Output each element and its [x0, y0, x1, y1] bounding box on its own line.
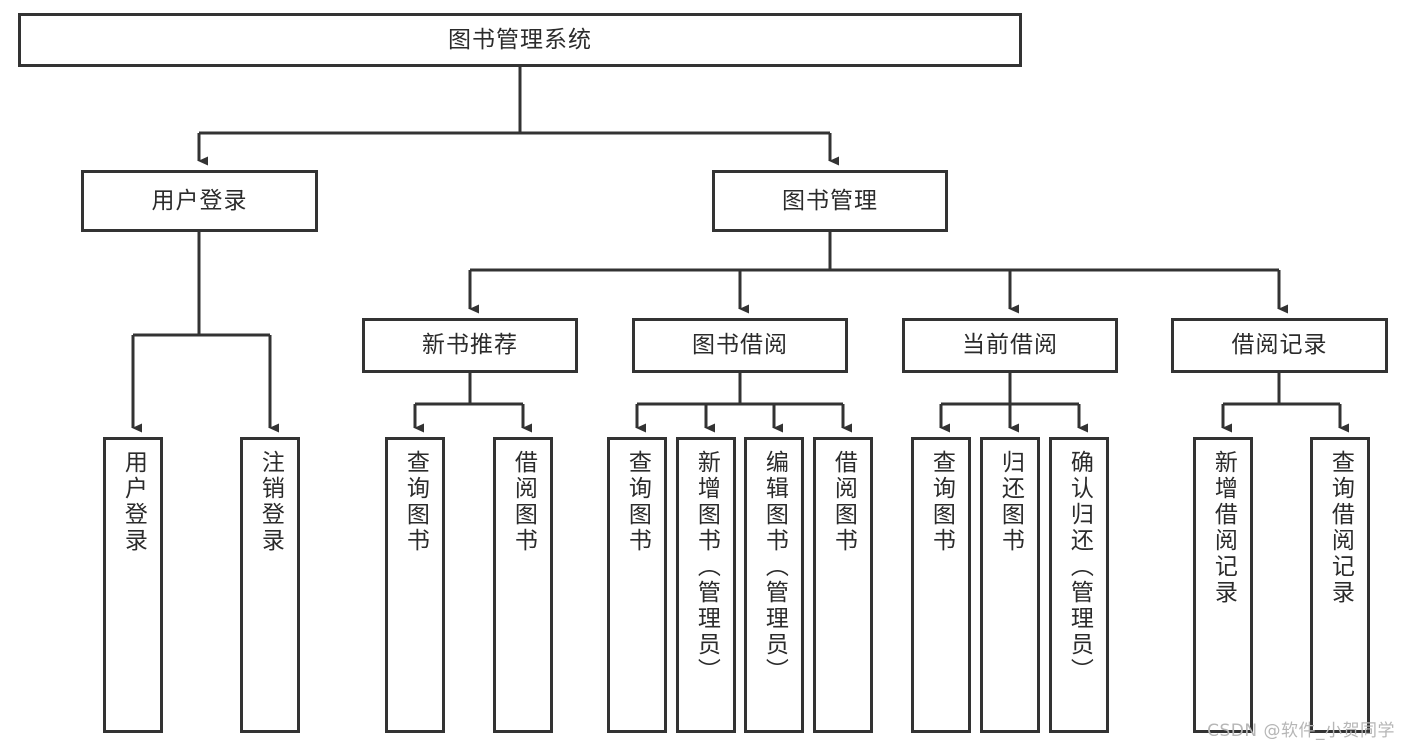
node-new-book-recommendation[interactable]: 新书推荐: [362, 318, 578, 373]
node-borrow-record[interactable]: 借阅记录: [1171, 318, 1388, 373]
node-leaf-query-book-2-label: 查询图书: [624, 450, 651, 554]
node-leaf-borrow-book-2-label: 借阅图书: [830, 450, 857, 554]
node-book-manage[interactable]: 图书管理: [712, 170, 948, 232]
node-borrow-record-label: 借阅记录: [1231, 332, 1328, 359]
node-current-borrow-label: 当前借阅: [962, 332, 1058, 359]
node-leaf-logout-label: 注销登录: [257, 450, 284, 554]
node-leaf-query-borrow-record-label: 查询借阅记录: [1327, 450, 1354, 606]
node-leaf-edit-book-label: 编辑图书（管理员）: [761, 450, 788, 684]
node-leaf-query-book-1-label: 查询图书: [402, 450, 429, 554]
csdn-watermark: CSDN @软件_小贺同学: [1207, 721, 1395, 741]
node-leaf-return-book-label: 归还图书: [997, 450, 1024, 554]
node-leaf-user-login-label: 用户登录: [120, 450, 147, 554]
node-user-login[interactable]: 用户登录: [81, 170, 318, 232]
node-leaf-query-book-1[interactable]: 查询图书: [385, 437, 445, 733]
node-leaf-add-book-label: 新增图书（管理员）: [693, 450, 720, 684]
node-root-system-label: 图书管理系统: [448, 26, 592, 53]
node-leaf-add-borrow-record-label: 新增借阅记录: [1210, 450, 1237, 606]
node-current-borrow[interactable]: 当前借阅: [902, 318, 1118, 373]
node-book-manage-label: 图书管理: [782, 187, 878, 214]
node-leaf-return-book[interactable]: 归还图书: [980, 437, 1040, 733]
node-leaf-add-book[interactable]: 新增图书（管理员）: [676, 437, 736, 733]
node-leaf-confirm-return[interactable]: 确认归还（管理员）: [1049, 437, 1109, 733]
node-leaf-confirm-return-label: 确认归还（管理员）: [1066, 450, 1093, 684]
node-leaf-borrow-book-2[interactable]: 借阅图书: [813, 437, 873, 733]
node-book-borrow[interactable]: 图书借阅: [632, 318, 848, 373]
node-leaf-borrow-book-1-label: 借阅图书: [510, 450, 537, 554]
node-new-book-recommendation-label: 新书推荐: [422, 332, 518, 359]
node-leaf-query-borrow-record[interactable]: 查询借阅记录: [1310, 437, 1370, 733]
node-leaf-query-book-3-label: 查询图书: [928, 450, 955, 554]
node-book-borrow-label: 图书借阅: [692, 332, 788, 359]
node-leaf-query-book-2[interactable]: 查询图书: [607, 437, 667, 733]
node-user-login-label: 用户登录: [151, 187, 248, 214]
node-leaf-edit-book[interactable]: 编辑图书（管理员）: [744, 437, 804, 733]
node-leaf-borrow-book-1[interactable]: 借阅图书: [493, 437, 553, 733]
node-leaf-user-login[interactable]: 用户登录: [103, 437, 163, 733]
node-leaf-logout[interactable]: 注销登录: [240, 437, 300, 733]
node-leaf-query-book-3[interactable]: 查询图书: [911, 437, 971, 733]
node-leaf-add-borrow-record[interactable]: 新增借阅记录: [1193, 437, 1253, 733]
node-root-system[interactable]: 图书管理系统: [18, 13, 1022, 67]
